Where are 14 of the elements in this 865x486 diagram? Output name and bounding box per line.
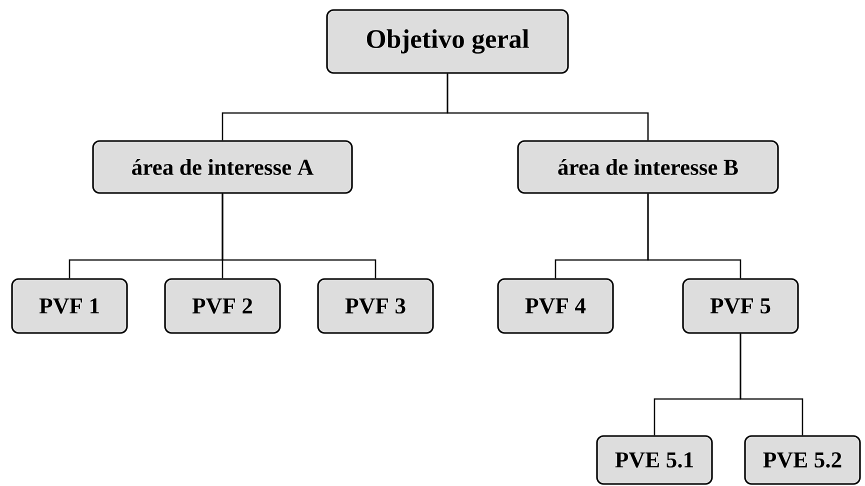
connector-line: [740, 334, 804, 436]
process-box: PVF 1: [11, 278, 128, 334]
process-box: PVE 5.2: [744, 435, 861, 485]
process-box: PVF 2: [164, 278, 281, 334]
connector-line: [647, 194, 742, 278]
process-box: PVE 5.1: [596, 435, 713, 485]
process-box: PVF 5: [682, 278, 799, 334]
connector-line: [446, 74, 649, 140]
process-box: PVF 4: [497, 278, 614, 334]
process-box: área de interesse B: [517, 140, 779, 194]
connector-line: [222, 194, 376, 278]
process-box: PVF 3: [317, 278, 434, 334]
process-box: área de interesse A: [92, 140, 353, 194]
process-box: Objetivo geral: [326, 9, 569, 74]
